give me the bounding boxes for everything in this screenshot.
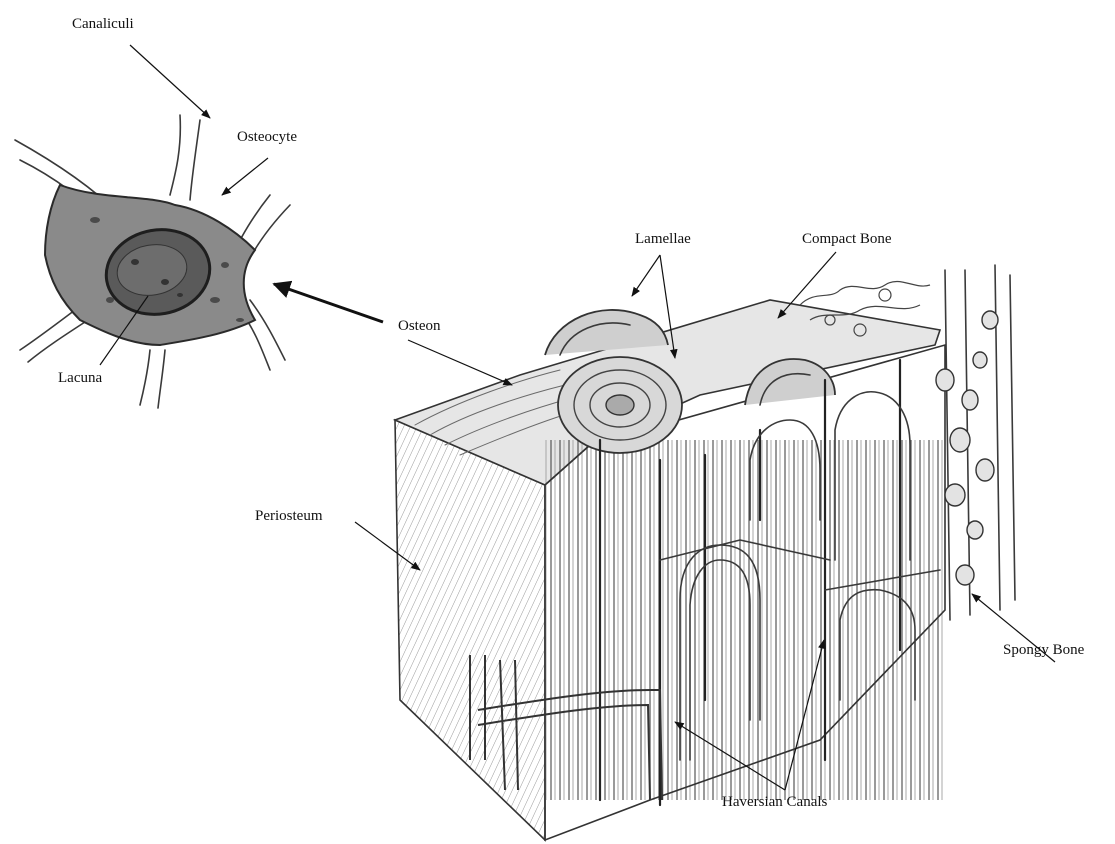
- label-canaliculi: Canaliculi: [72, 16, 134, 32]
- lamellae-pointer-1: [632, 255, 660, 296]
- osteon-pointer: [408, 340, 512, 385]
- label-spongy-bone: Spongy Bone: [1003, 642, 1085, 658]
- bone-block-illustration: [395, 265, 1015, 840]
- periosteum-face: [395, 420, 545, 840]
- osteon-arrow: [274, 284, 383, 322]
- label-haversian-canals: Haversian Canals: [722, 794, 828, 810]
- label-compact-bone: Compact Bone: [802, 231, 892, 247]
- label-lamellae: Lamellae: [635, 231, 691, 247]
- osteocyte-pointer: [222, 158, 268, 195]
- label-lacuna: Lacuna: [58, 370, 102, 386]
- canaliculi-pointer: [130, 45, 210, 118]
- label-osteon: Osteon: [398, 318, 441, 334]
- osteocyte-illustration: [15, 115, 290, 408]
- label-osteocyte: Osteocyte: [237, 129, 297, 145]
- label-periosteum: Periosteum: [255, 508, 323, 524]
